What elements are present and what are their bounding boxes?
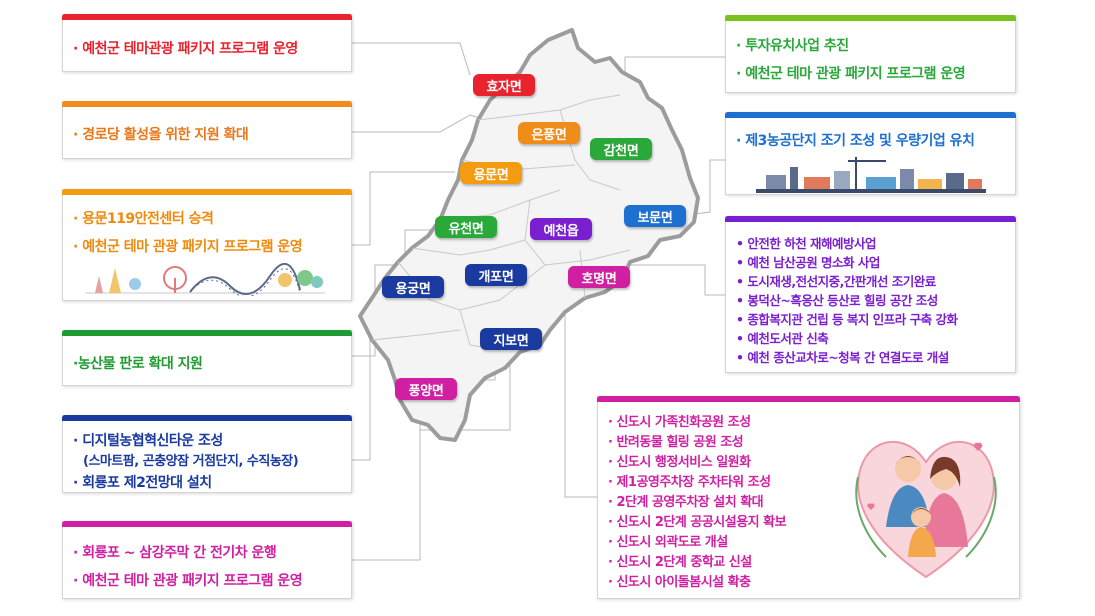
info-box-yecheon: • 안전한 하천 재해예방사업 • 예천 남산공원 명소화 사업 • 도시재생,… bbox=[725, 216, 1016, 373]
family-heart-illustration bbox=[855, 440, 997, 579]
info-box-gamcheon: · 투자유치사업 추진 · 예천군 테마 관광 패키지 프로그램 운영 bbox=[725, 15, 1016, 93]
info-item: · 반려동물 힐링 공원 조성 bbox=[608, 435, 744, 450]
info-item: • 안전한 하천 재해예방사업 bbox=[736, 236, 877, 251]
region-label-homyeong[interactable]: 호명면 bbox=[568, 266, 630, 288]
region-label-gaepo[interactable]: 개포면 bbox=[465, 264, 527, 286]
info-item: · 제3농공단지 조기 조성 및 우량기업 유치 bbox=[736, 133, 975, 149]
info-item: • 예천 종산교차로~청복 간 연결도로 개설 bbox=[736, 350, 949, 365]
connector-hyoja bbox=[352, 42, 471, 76]
info-item: · 예천군 테마 관광 패키지 프로그램 운영 bbox=[736, 66, 966, 82]
info-box-bomun: · 제3농공단지 조기 조성 및 우량기업 유치 bbox=[725, 112, 1016, 195]
info-item: • 예천도서관 신축 bbox=[736, 331, 829, 346]
connector-pungyang bbox=[352, 400, 421, 561]
info-item: · 경로당 활성을 위한 지원 확대 bbox=[73, 127, 249, 143]
region-label-yongmun[interactable]: 용문면 bbox=[460, 162, 522, 184]
info-box-pungyang: · 회룡포 ~ 삼강주막 간 전기차 운행 · 예천군 테마 관광 패키지 프로… bbox=[62, 521, 352, 599]
info-box-yucheon: ·농산물 판로 확대 지원 bbox=[62, 330, 352, 386]
info-box-eunpung: · 경로당 활성을 위한 지원 확대 bbox=[62, 101, 352, 159]
info-item: • 도시재생,전선지중,간판개선 조기완료 bbox=[736, 274, 936, 289]
info-item: · 신도시 외곽도로 개설 bbox=[608, 535, 728, 550]
theme-park-illustration bbox=[85, 262, 325, 296]
info-item: • 봉덕산~흑응산 등산로 힐링 공간 조성 bbox=[736, 293, 938, 308]
region-label-yonggung[interactable]: 용궁면 bbox=[382, 276, 444, 298]
info-item: · 신도시 아이돌봄시설 확충 bbox=[608, 575, 751, 590]
info-item: (스마트팜, 곤충양잠 거점단지, 수직농장) bbox=[83, 454, 299, 469]
connector-yongmun bbox=[352, 171, 455, 246]
info-item: · 디지털농협혁신타운 조성 bbox=[73, 433, 223, 449]
info-item: · 제1공영주차장 주차타워 조성 bbox=[608, 475, 771, 490]
region-label-jibo[interactable]: 지보면 bbox=[480, 328, 542, 350]
info-item: · 예천군 테마 관광 패키지 프로그램 운영 bbox=[73, 239, 303, 255]
info-item: · 신도시 2단계 공공시설용지 확보 bbox=[608, 515, 787, 530]
region-label-gamcheon[interactable]: 감천면 bbox=[590, 138, 652, 160]
region-label-yecheon[interactable]: 예천읍 bbox=[530, 218, 592, 240]
info-box-yonggung: · 디지털농협혁신타운 조성 (스마트팜, 곤충양잠 거점단지, 수직농장) ·… bbox=[62, 415, 352, 493]
info-item: · 신도시 가족친화공원 조성 bbox=[608, 415, 751, 430]
info-item: • 종합복지관 건립 등 복지 인프라 구축 강화 bbox=[736, 312, 958, 327]
region-label-pungyang[interactable]: 풍양면 bbox=[395, 378, 457, 400]
info-item: · 회룡포 제2전망대 설치 bbox=[73, 475, 212, 491]
info-item: · 예천군 테마관광 패키지 프로그램 운영 bbox=[73, 41, 298, 57]
region-label-hyoja[interactable]: 효자면 bbox=[473, 74, 535, 96]
connector-yucheon bbox=[352, 229, 435, 357]
info-item: · 회룡포 ~ 삼강주막 간 전기차 운행 bbox=[73, 545, 277, 561]
info-item: · 신도시 2단계 중학교 신설 bbox=[608, 555, 752, 570]
industrial-complex-illustration bbox=[756, 157, 986, 193]
info-item: · 2단계 공영주차장 설치 확대 bbox=[608, 495, 764, 510]
info-box-homyeong: · 신도시 가족친화공원 조성 · 반려동물 힐링 공원 조성 · 신도시 행정… bbox=[597, 396, 1020, 599]
info-box-hyoja: · 예천군 테마관광 패키지 프로그램 운영 bbox=[62, 14, 352, 72]
county-outline bbox=[358, 28, 700, 442]
region-label-eunpung[interactable]: 은풍면 bbox=[518, 122, 580, 144]
info-item: · 예천군 테마 관광 패키지 프로그램 운영 bbox=[73, 573, 303, 589]
info-item: · 용문119안전센터 승격 bbox=[73, 211, 214, 227]
info-item: · 투자유치사업 추진 bbox=[736, 38, 849, 54]
region-label-yucheon[interactable]: 유천면 bbox=[435, 216, 497, 238]
connector-homyeong bbox=[564, 279, 597, 498]
info-box-yongmun: · 용문119안전센터 승격 · 예천군 테마 관광 패키지 프로그램 운영 bbox=[62, 189, 352, 301]
info-item: · 신도시 행정서비스 일원화 bbox=[608, 455, 751, 470]
info-item: ·농산물 판로 확대 지원 bbox=[73, 356, 203, 372]
info-item: • 예천 남산공원 명소화 사업 bbox=[736, 255, 880, 270]
region-label-bomun[interactable]: 보문면 bbox=[624, 205, 686, 227]
